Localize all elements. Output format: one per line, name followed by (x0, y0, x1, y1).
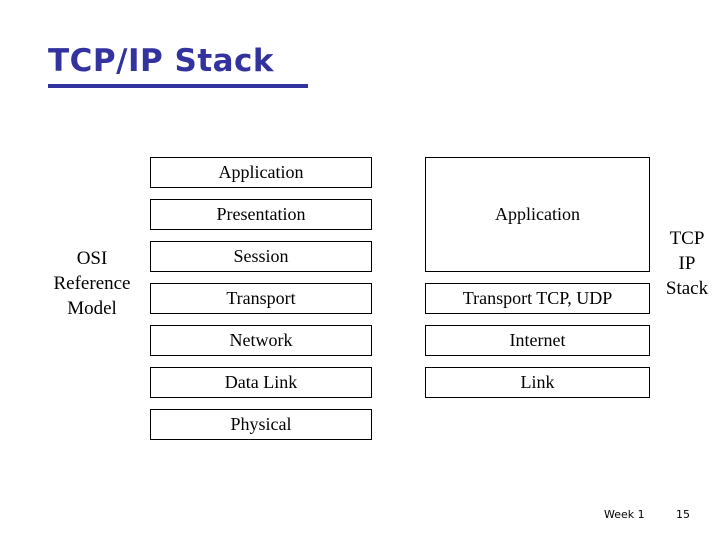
osi-model-label-line-2: Reference (53, 273, 131, 294)
tcpip-stack-label-line-2: IP (678, 253, 696, 274)
osi-layer-box: Data Link (150, 367, 372, 398)
osi-model-label-line-1: OSI (76, 248, 108, 269)
footer-page-number: 15 (676, 508, 690, 521)
osi-model-label: OSI Reference Model (34, 246, 150, 321)
tcpip-layer-box: Link (425, 367, 650, 398)
osi-layer-box: Transport (150, 283, 372, 314)
tcpip-layer-box: Transport TCP, UDP (425, 283, 650, 314)
page-title: TCP/IP Stack (48, 43, 275, 79)
osi-layer-box: Physical (150, 409, 372, 440)
title-underline (48, 84, 308, 88)
tcpip-stack-label: TCP IP Stack (656, 226, 718, 301)
tcpip-layer-box: Internet (425, 325, 650, 356)
osi-layer-box: Presentation (150, 199, 372, 230)
osi-model-label-line-3: Model (67, 298, 117, 319)
osi-layer-box: Application (150, 157, 372, 188)
tcpip-stack-label-line-3: Stack (665, 278, 709, 299)
osi-layer-box: Session (150, 241, 372, 272)
osi-layer-box: Network (150, 325, 372, 356)
tcpip-stack-label-line-1: TCP (669, 228, 705, 249)
tcpip-layer-box: Application (425, 157, 650, 272)
footer-week-label: Week 1 (604, 508, 645, 521)
